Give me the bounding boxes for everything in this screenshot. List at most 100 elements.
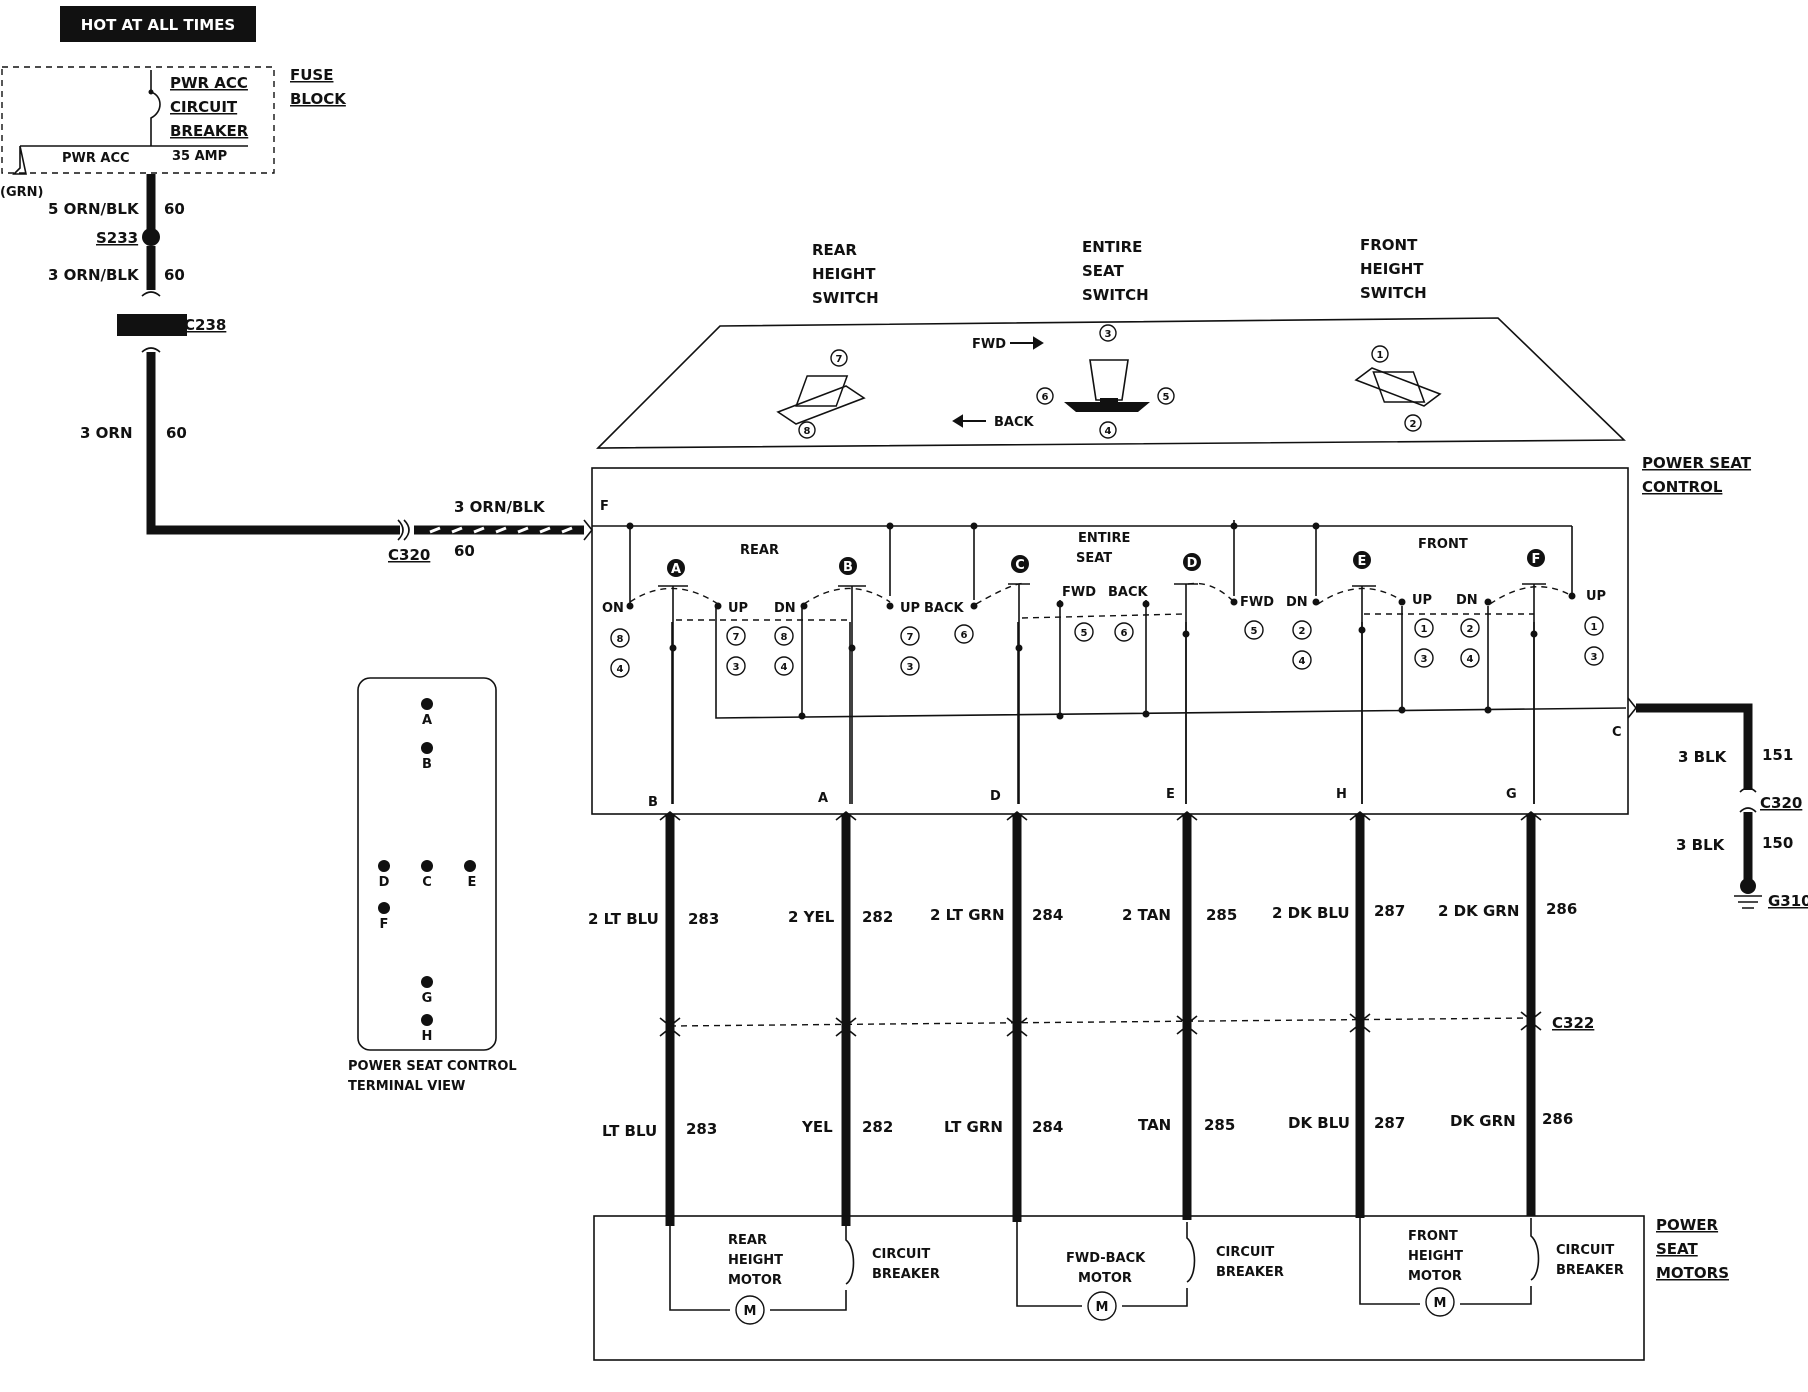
contact-a-on: ON: [602, 601, 624, 616]
svg-text:4: 4: [1105, 426, 1112, 437]
wire-upper-2-color: 2 YEL: [788, 908, 835, 926]
wire-lower-5-circuit: 287: [1374, 1114, 1405, 1132]
contact-a-label: A: [671, 562, 681, 577]
grn-label: (GRN): [0, 185, 43, 200]
control-front-label: FRONT: [1418, 537, 1468, 552]
control-f-label: F: [600, 499, 609, 514]
svg-text:4: 4: [617, 664, 624, 675]
wire-lower-4-circuit: 285: [1204, 1116, 1235, 1134]
pin-a-label: A: [818, 791, 828, 806]
ground-wire-1: 3 BLK: [1678, 748, 1728, 766]
fb-motor-label-2: MOTOR: [1078, 1271, 1132, 1286]
wire-lower-1-circuit: 283: [686, 1120, 717, 1138]
svg-text:5: 5: [1251, 626, 1258, 637]
svg-text:8: 8: [617, 634, 624, 645]
switch-labels: REAR HEIGHT SWITCH ENTIRE SEAT SWITCH FR…: [812, 236, 1427, 307]
terminal-pin-d: D: [379, 875, 390, 890]
feed-circuit: 5 ORN/BLK 60 S233 3 ORN/BLK 60 C238 3 OR…: [48, 174, 594, 564]
front-cb-label-1: CIRCUIT: [1556, 1243, 1614, 1258]
feed-circuit-2: 60: [164, 266, 185, 284]
contact-d-fwd: FWD: [1240, 595, 1274, 610]
svg-text:4: 4: [781, 662, 788, 673]
ground-symbol: [1734, 895, 1762, 909]
rear-cb-label-1: CIRCUIT: [872, 1247, 930, 1262]
front-motor-label-2: HEIGHT: [1408, 1249, 1463, 1264]
wire-upper-5-circuit: 287: [1374, 902, 1405, 920]
front-switch-label-3: SWITCH: [1360, 284, 1427, 302]
ground-wire-2: 3 BLK: [1676, 836, 1726, 854]
pwr-acc-label: PWR ACC: [62, 151, 130, 166]
fuse-block: FUSE BLOCK PWR ACC CIRCUIT BREAKER 35 AM…: [0, 66, 347, 200]
svg-text:5: 5: [1081, 628, 1088, 639]
contact-e-up: UP: [1412, 593, 1432, 608]
rear-height-motor: M REAR HEIGHT MOTOR CIRCUIT BREAKER: [669, 1226, 940, 1325]
svg-text:1: 1: [1421, 624, 1428, 635]
wire-upper-4-circuit: 285: [1206, 906, 1237, 924]
svg-text:3: 3: [733, 662, 740, 673]
feed-wire-3: 3 ORN: [80, 424, 133, 442]
power-seat-motors: POWER SEAT MOTORS M REAR HEIGHT MOTOR CI…: [593, 1215, 1729, 1361]
terminal-pin-e: E: [468, 875, 477, 890]
terminal-pin-g: G: [422, 991, 433, 1006]
svg-text:8: 8: [804, 426, 811, 437]
pin-g-label: G: [1506, 787, 1517, 802]
svg-text:3: 3: [1591, 652, 1598, 663]
contact-badges: A B C D E F: [667, 549, 1545, 577]
svg-text:4: 4: [1299, 656, 1306, 667]
rear-motor-label-3: MOTOR: [728, 1273, 782, 1288]
control-c-label: C: [1612, 725, 1622, 740]
c322-label: C322: [1552, 1014, 1594, 1032]
svg-text:2: 2: [1299, 626, 1306, 637]
wire-upper-6-color: 2 DK GRN: [1438, 902, 1519, 920]
wire-lower-6-circuit: 286: [1542, 1110, 1573, 1128]
svg-text:1: 1: [1377, 350, 1384, 361]
circuit-breaker-symbol: [150, 70, 161, 146]
entire-seat-switch: 3 4 6 5 FWD BACK: [952, 324, 1175, 439]
svg-text:3: 3: [1421, 654, 1428, 665]
wire-lower-1-color: LT BLU: [602, 1122, 657, 1140]
wire-upper-1-color: 2 LT BLU: [588, 910, 659, 928]
motors-title-1: POWER: [1656, 1216, 1719, 1234]
svg-text:3: 3: [1105, 329, 1112, 340]
ground-circuit: 3 BLK 151 C320 3 BLK 150 G310: [1627, 697, 1808, 910]
wire-lower-5-color: DK BLU: [1288, 1114, 1350, 1132]
contact-f-up: UP: [1586, 589, 1606, 604]
fb-motor-label-1: FWD-BACK: [1066, 1251, 1146, 1266]
entire-switch-label-3: SWITCH: [1082, 286, 1149, 304]
wire-upper-3-circuit: 284: [1032, 906, 1063, 924]
wire-lower-4-color: TAN: [1138, 1116, 1171, 1134]
pin-e-label: E: [1166, 787, 1175, 802]
svg-text:2: 2: [1467, 624, 1474, 635]
wire-lower-2-color: YEL: [801, 1118, 833, 1136]
control-rear-label: REAR: [740, 543, 779, 558]
wire-upper-2-circuit: 282: [862, 908, 893, 926]
ground-connector-label: C320: [1760, 794, 1802, 812]
ground-circuit-1: 151: [1762, 746, 1793, 764]
pin-h-label: H: [1336, 787, 1347, 802]
rear-motor-m: M: [744, 1304, 757, 1319]
fwd-back-motor: M FWD-BACK MOTOR CIRCUIT BREAKER: [1016, 1222, 1284, 1321]
svg-text:5: 5: [1163, 392, 1170, 403]
svg-text:1: 1: [1591, 622, 1598, 633]
contact-d-label: D: [1187, 556, 1198, 571]
svg-text:7: 7: [836, 354, 843, 365]
wire-lower-3-color: LT GRN: [944, 1118, 1003, 1136]
svg-text:7: 7: [907, 632, 914, 643]
front-height-motor: M FRONT HEIGHT MOTOR CIRCUIT BREAKER: [1359, 1218, 1624, 1317]
connector-c238-label: C238: [184, 316, 226, 334]
feed-circuit-4: 60: [454, 542, 475, 560]
contact-c-back-1: BACK: [924, 601, 965, 616]
contact-e-dn: DN: [1286, 595, 1308, 610]
control-title-1: POWER SEAT: [1642, 454, 1752, 472]
front-cb-label-2: BREAKER: [1556, 1263, 1624, 1278]
lower-wire-labels: LT BLU 283 YEL 282 LT GRN 284 TAN 285 DK…: [602, 1110, 1573, 1140]
control-terminal-circles: 8 4 7 3 8 4 7 3 6 5 6 5 2 4 1 3 2 4 1 3: [610, 616, 1604, 678]
rear-height-switch: 7 8: [776, 349, 866, 439]
breaker-label-2: CIRCUIT: [170, 98, 238, 116]
feed-circuit-3: 60: [166, 424, 187, 442]
rear-motor-label-1: REAR: [728, 1233, 767, 1248]
fuse-title-2: BLOCK: [290, 90, 347, 108]
svg-text:4: 4: [1467, 654, 1474, 665]
front-motor-label-3: MOTOR: [1408, 1269, 1462, 1284]
